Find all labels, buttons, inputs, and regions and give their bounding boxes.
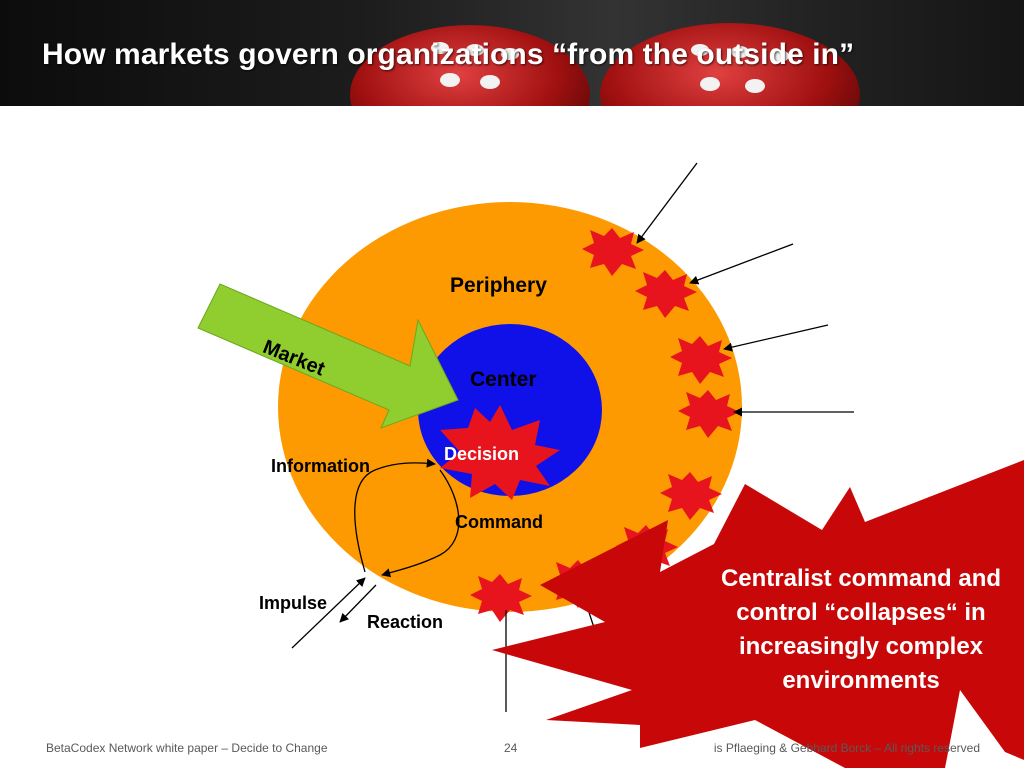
information-command-loop [291,458,460,649]
page-title: How markets govern organizations “from t… [42,38,855,71]
information-label: Information [271,456,370,476]
footer-source: BetaCodex Network white paper – Decide t… [46,741,328,755]
market-arrow [197,283,459,429]
burst-4 [678,390,740,438]
burst-5 [660,472,722,520]
center-label: Center [470,368,537,391]
burst-8 [470,574,532,622]
dice-background-image [350,23,860,106]
impulse-arrows [505,162,854,712]
header-banner: How markets govern organizations “from t… [0,0,1024,106]
reaction-label: Reaction [367,612,444,632]
page-number: 24 [504,741,518,755]
die-right [600,23,860,106]
burst-2 [635,270,697,318]
decision-burst [440,405,560,500]
collapse-callout-text: Centralist command and control “collapse… [720,565,1002,694]
impulse-label: Impulse [259,593,328,613]
burst-1 [582,228,644,276]
periphery-label: Periphery [450,274,547,297]
die-pips [431,42,789,93]
command-label: Command [455,512,544,532]
footer-copyright: is Pflaeging & Gebhard Borck – All right… [713,741,980,755]
decision-label: Decision [444,444,520,464]
burst-3 [670,336,732,384]
collapse-callout-burst [492,460,1024,768]
die-left [350,25,590,106]
